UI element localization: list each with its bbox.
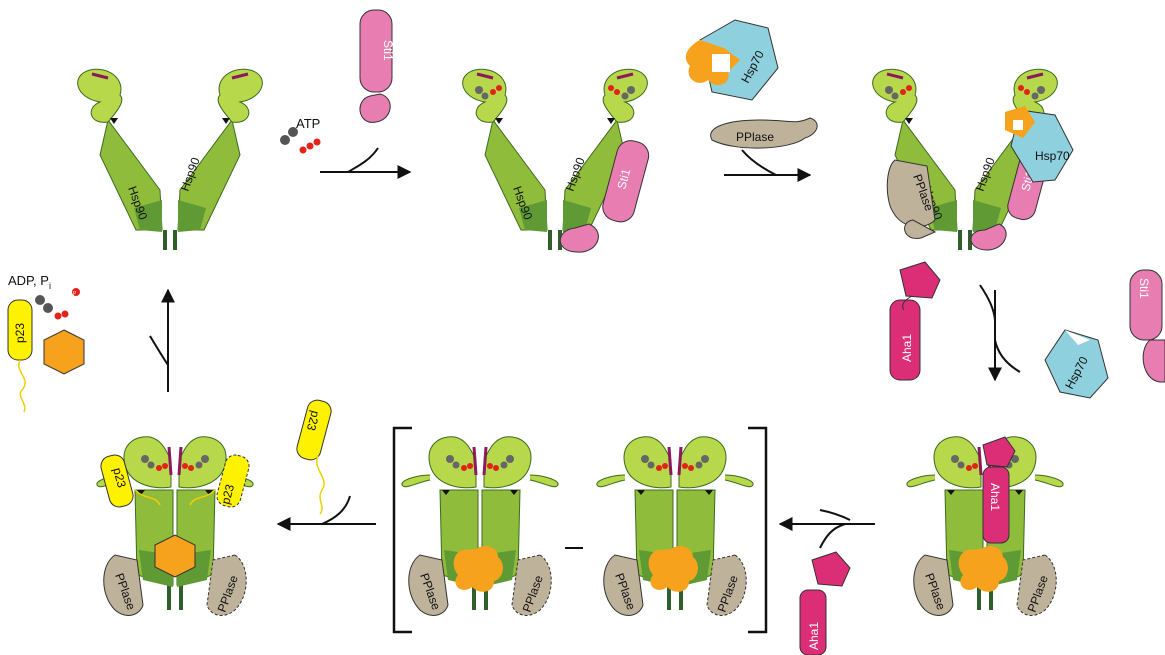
hsp90-p23-client-complex: PPlase PPlase p23 p23 [97, 437, 253, 616]
aha1-label: Aha1 [900, 334, 914, 362]
bracket-left [394, 428, 412, 632]
hsp90-closed-client-b: PPlase PPlase [597, 437, 753, 616]
hsp90-closed-client-a: PPlase PPlase [402, 437, 558, 616]
atp-label: ATP [296, 116, 320, 131]
aha1-free-bottom: Aha1 [800, 552, 850, 655]
atp-molecule: ATP [280, 116, 321, 154]
aha1-label: Aha1 [988, 483, 1002, 511]
hsp70-label: Hsp70 [1035, 149, 1070, 163]
hsp90-sti1-hsp70-pplase-complex: Hsp90 Hsp90 PPlase Sti1 Hsp70 [873, 69, 1073, 250]
reaction-arrow-2 [724, 150, 810, 175]
aha1-free-top: Aha1 [890, 262, 940, 380]
sti1-label: Sti1 [1137, 278, 1151, 299]
reaction-arrow-3 [980, 285, 1020, 380]
released-products: ADP, Pi P p23 [8, 273, 84, 412]
reaction-arrow-6 [150, 290, 168, 392]
reaction-arrow-5 [278, 496, 376, 524]
hsp90-apo-open: Hsp90 Hsp90 [78, 69, 263, 250]
pplase-free: PPlase [711, 118, 818, 148]
hsp70-released: Hsp70 [1045, 330, 1108, 398]
hsp90-aha1-client-complex: PPlase PPlase Aha1 [907, 437, 1063, 616]
reaction-arrow-1 [320, 148, 410, 172]
adp-pi-label: ADP, Pi [8, 273, 51, 291]
sti1-released: Sti1 [1130, 270, 1165, 382]
reaction-arrow-4 [780, 510, 875, 548]
hsp70-client: Hsp70 [686, 20, 778, 100]
p23-label: p23 [13, 323, 27, 343]
pplase-label: PPlase [736, 130, 774, 144]
p23-free: p23 [295, 398, 334, 514]
hsp90-sti1-complex: Hsp90 Hsp90 Sti1 [463, 69, 652, 252]
sti1-label: Sti1 [381, 40, 395, 61]
bracket-right [748, 428, 766, 632]
aha1-label: Aha1 [807, 622, 821, 650]
sti1-free: Sti1 [360, 10, 395, 122]
